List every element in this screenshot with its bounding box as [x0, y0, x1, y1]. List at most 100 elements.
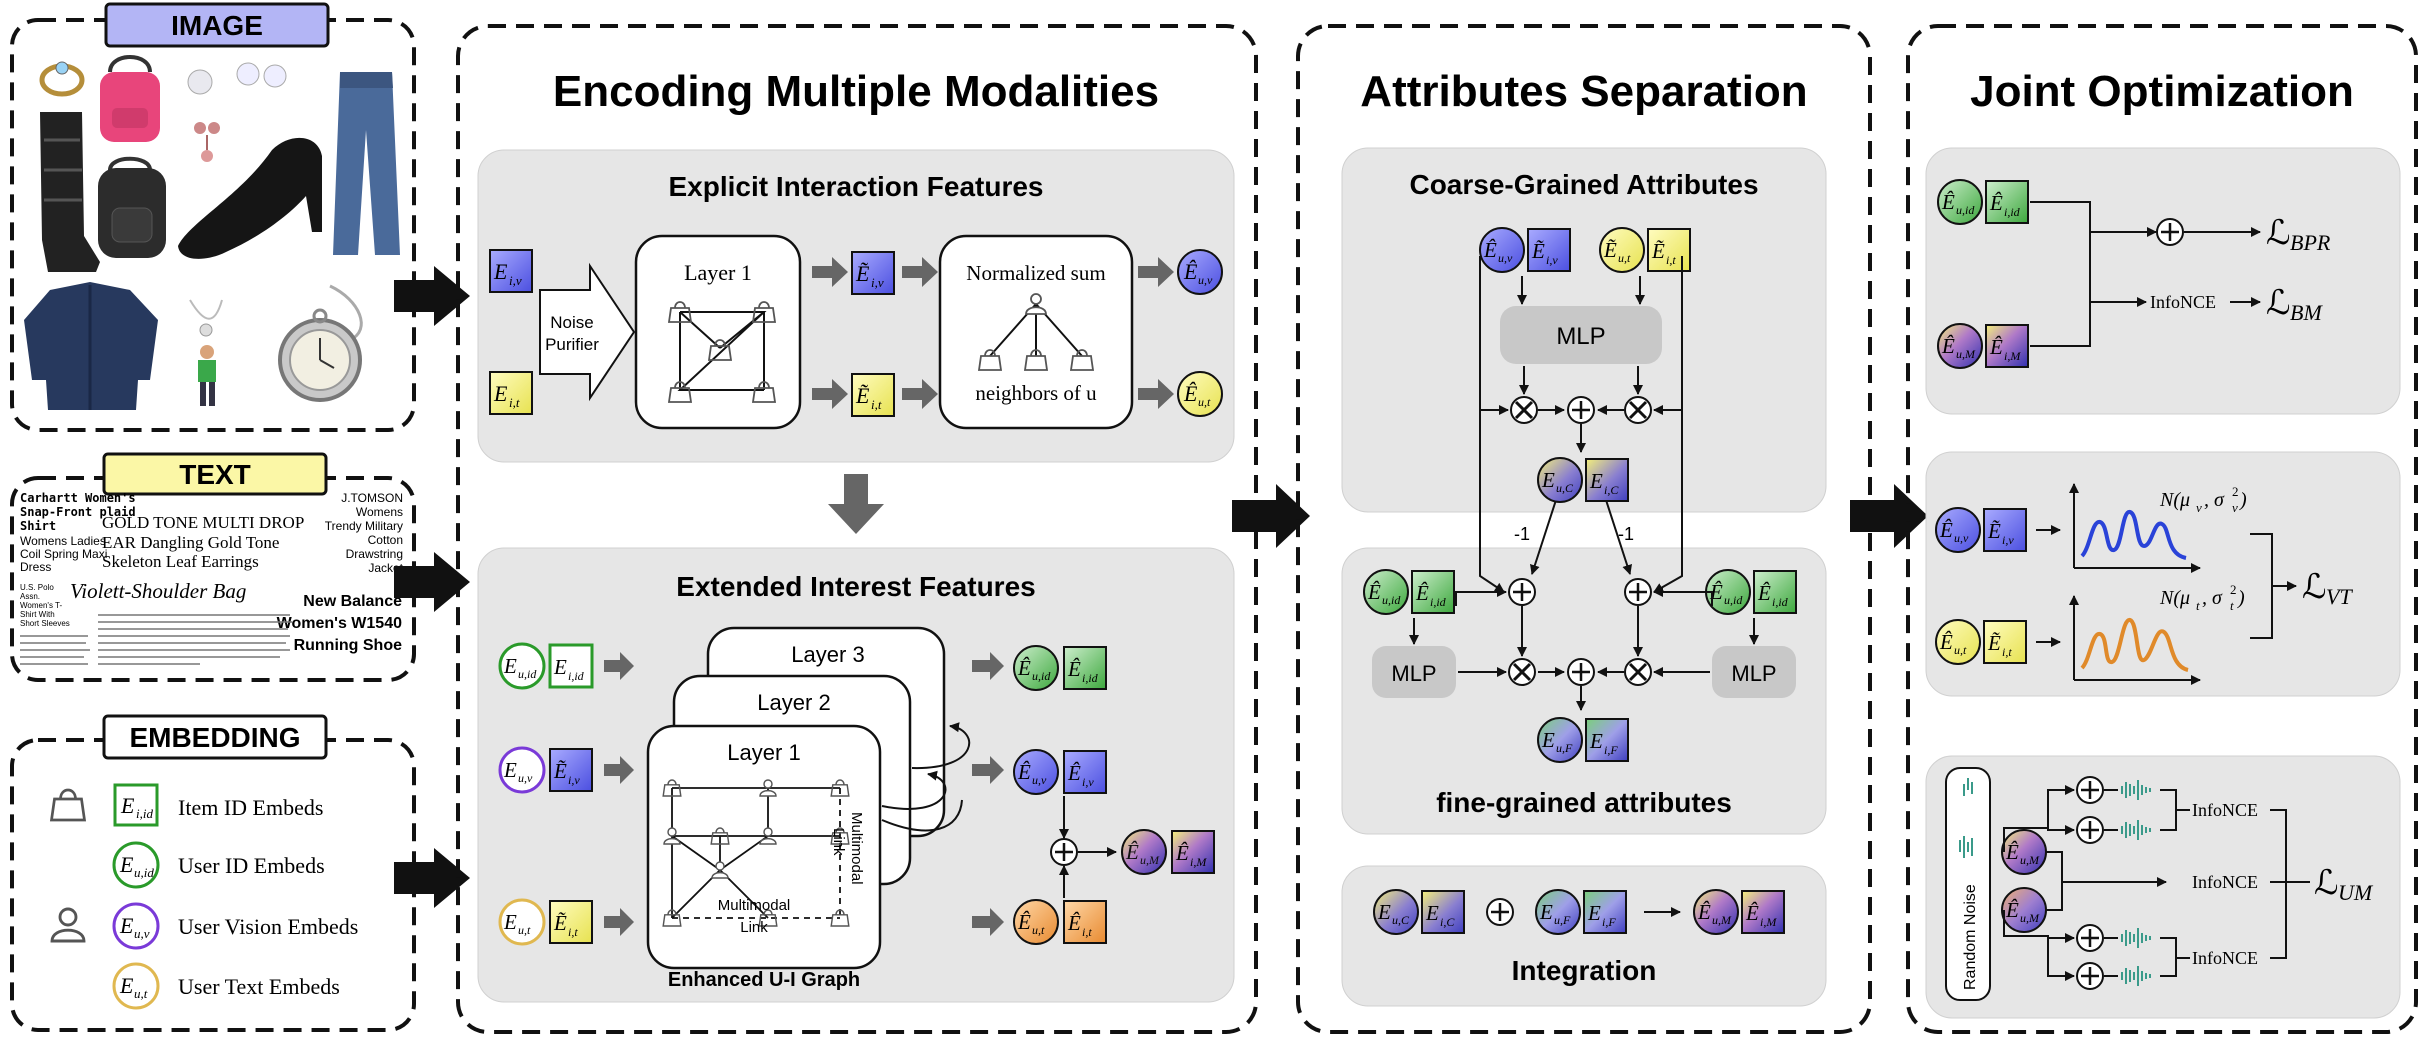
fine-panel: [1341, 547, 1827, 835]
product-jacket-icon: [24, 282, 158, 410]
multimodal-link-horizontal-line2: Link: [740, 919, 768, 936]
svg-text:E: E: [1587, 901, 1601, 925]
svg-text:u,id: u,id: [1032, 669, 1051, 683]
svg-text:User ID Embeds: User ID Embeds: [178, 853, 325, 878]
fine-oplus-right-icon: [1623, 577, 1653, 607]
extended-output-id: Ê u,id Ê i,id: [1013, 645, 1107, 691]
svg-text:E: E: [1541, 468, 1555, 492]
svg-text:t: t: [2196, 598, 2200, 613]
arrow-text-to-encoding: [394, 552, 470, 612]
svg-text:UM: UM: [2338, 880, 2374, 905]
svg-text:Ê: Ê: [1939, 630, 1953, 654]
svg-text:i,v: i,v: [871, 275, 884, 290]
bpr-bm-panel: [1925, 147, 2401, 415]
product-pocket-watch-icon: [278, 284, 363, 402]
vt-panel: [1925, 451, 2401, 697]
svg-text:E: E: [1539, 900, 1553, 924]
svg-text:ℒ: ℒ: [2266, 215, 2291, 252]
bpr-inputs: Ê u,id Ê i,id Ê u,M Ê i,M: [1937, 179, 2029, 369]
legend-item-id: E i,id Item ID Embeds: [113, 783, 323, 827]
svg-text:i,M: i,M: [1760, 915, 1777, 929]
extended-input-arrows: [604, 652, 634, 936]
svg-text:ℒ: ℒ: [2266, 285, 2291, 322]
svg-text:N(μ: N(μ: [2159, 587, 2190, 609]
svg-text:Ê: Ê: [1125, 840, 1139, 864]
svg-text:U.S. Polo: U.S. Polo: [20, 583, 54, 592]
svg-text:Cotton: Cotton: [368, 533, 403, 547]
svg-text:u,M: u,M: [1712, 913, 1732, 927]
svg-text:E: E: [1589, 729, 1603, 753]
svg-text:u,v: u,v: [134, 926, 150, 941]
svg-text:u,C: u,C: [1556, 481, 1574, 495]
svg-text:E: E: [1589, 469, 1603, 493]
layer-recurrent-arrows: [881, 722, 971, 832]
bpr-oplus-icon: [2155, 217, 2185, 247]
svg-text:Ẽ: Ẽ: [1603, 238, 1617, 262]
noise-waveform-icon: [1959, 778, 1973, 858]
svg-text:u,id: u,id: [1724, 593, 1743, 607]
svg-text:u,t: u,t: [1032, 923, 1045, 937]
image-label: IMAGE: [171, 10, 263, 41]
svg-text:Ê: Ê: [1989, 335, 2003, 359]
svg-text:Ẽ: Ẽ: [553, 911, 567, 935]
svg-text:Ê: Ê: [1941, 190, 1955, 214]
svg-text:): ): [2237, 587, 2245, 609]
um-inputs: Ê u,M Ê u,M: [2001, 829, 2047, 933]
svg-text:i,C: i,C: [1604, 483, 1619, 497]
um-oplus-4-icon: [2075, 961, 2105, 991]
svg-text:EAR Dangling Gold Tone: EAR Dangling Gold Tone: [102, 533, 279, 552]
svg-text:Ê: Ê: [1017, 656, 1031, 680]
product-earrings-icon: [187, 62, 287, 162]
fine-wires: [1409, 587, 1759, 711]
fine-oplus-center-icon: [1566, 657, 1596, 687]
svg-text:MLP: MLP: [1391, 661, 1436, 686]
explicit-tilde-vision: Ẽ i,v: [851, 251, 895, 295]
coarse-otimes-left-icon: [1509, 395, 1539, 425]
svg-text:E: E: [119, 852, 134, 877]
svg-text:Drawstring: Drawstring: [346, 547, 403, 561]
svg-text:i,id: i,id: [1430, 595, 1447, 609]
svg-text:Ê: Ê: [1367, 580, 1381, 604]
text-label: TEXT: [179, 459, 251, 490]
item-bag-icon: [50, 788, 86, 822]
svg-text:i,id: i,id: [568, 669, 585, 683]
svg-text:Ê: Ê: [1757, 581, 1771, 605]
legend-user-id: E u,id User ID Embeds: [112, 841, 325, 889]
svg-text:Ê: Ê: [1745, 901, 1759, 925]
svg-text:Ẽ: Ẽ: [553, 759, 567, 783]
svg-text:Normalized sum: Normalized sum: [966, 261, 1105, 285]
encoding-title: Encoding Multiple Modalities: [553, 67, 1159, 116]
minus-one-right: -1: [1618, 524, 1634, 544]
svg-text:): ): [2239, 489, 2247, 511]
svg-text:i,M: i,M: [2004, 349, 2021, 363]
um-infonce-middle: InfoNCE: [2192, 872, 2258, 892]
svg-text:Ê: Ê: [2005, 840, 2019, 864]
svg-text:2: 2: [2232, 484, 2239, 499]
bm-infonce: InfoNCE: [2150, 292, 2216, 312]
arrow-encoding-to-attributes: [1232, 484, 1310, 548]
svg-text:E: E: [503, 758, 517, 782]
svg-text:i,v: i,v: [1082, 775, 1094, 789]
svg-text:Ê: Ê: [1067, 761, 1081, 785]
svg-text:u,F: u,F: [1554, 913, 1571, 927]
text-section: TEXT Carhartt Women's Snap-Front plaid S…: [10, 452, 416, 682]
svg-text:u,t: u,t: [134, 986, 148, 1001]
svg-text:E: E: [493, 259, 508, 284]
um-oplus-2-icon: [2075, 815, 2105, 845]
down-arrow-explicit-to-extended: [828, 474, 884, 534]
um-oplus-3-icon: [2075, 923, 2105, 953]
loss-vt: ℒ VT: [2302, 569, 2353, 609]
svg-text:MLP: MLP: [1556, 323, 1605, 350]
explicit-layer1-box: Layer 1: [634, 234, 802, 430]
svg-text:Purifier: Purifier: [545, 335, 599, 354]
svg-text:v: v: [2196, 500, 2202, 515]
svg-text:Women's T-: Women's T-: [20, 601, 62, 610]
extended-output-vision: Ê u,v Ê i,v: [1013, 749, 1107, 795]
fine-oplus-left-icon: [1507, 577, 1537, 607]
product-heel-shoe-icon: [178, 137, 322, 259]
coarse-wires: [1479, 256, 1683, 593]
vision-distribution-curve: [2080, 510, 2187, 560]
integration-title: Integration: [1512, 955, 1657, 986]
svg-text:i,t: i,t: [1082, 925, 1092, 939]
um-panel: [1925, 755, 2401, 1019]
